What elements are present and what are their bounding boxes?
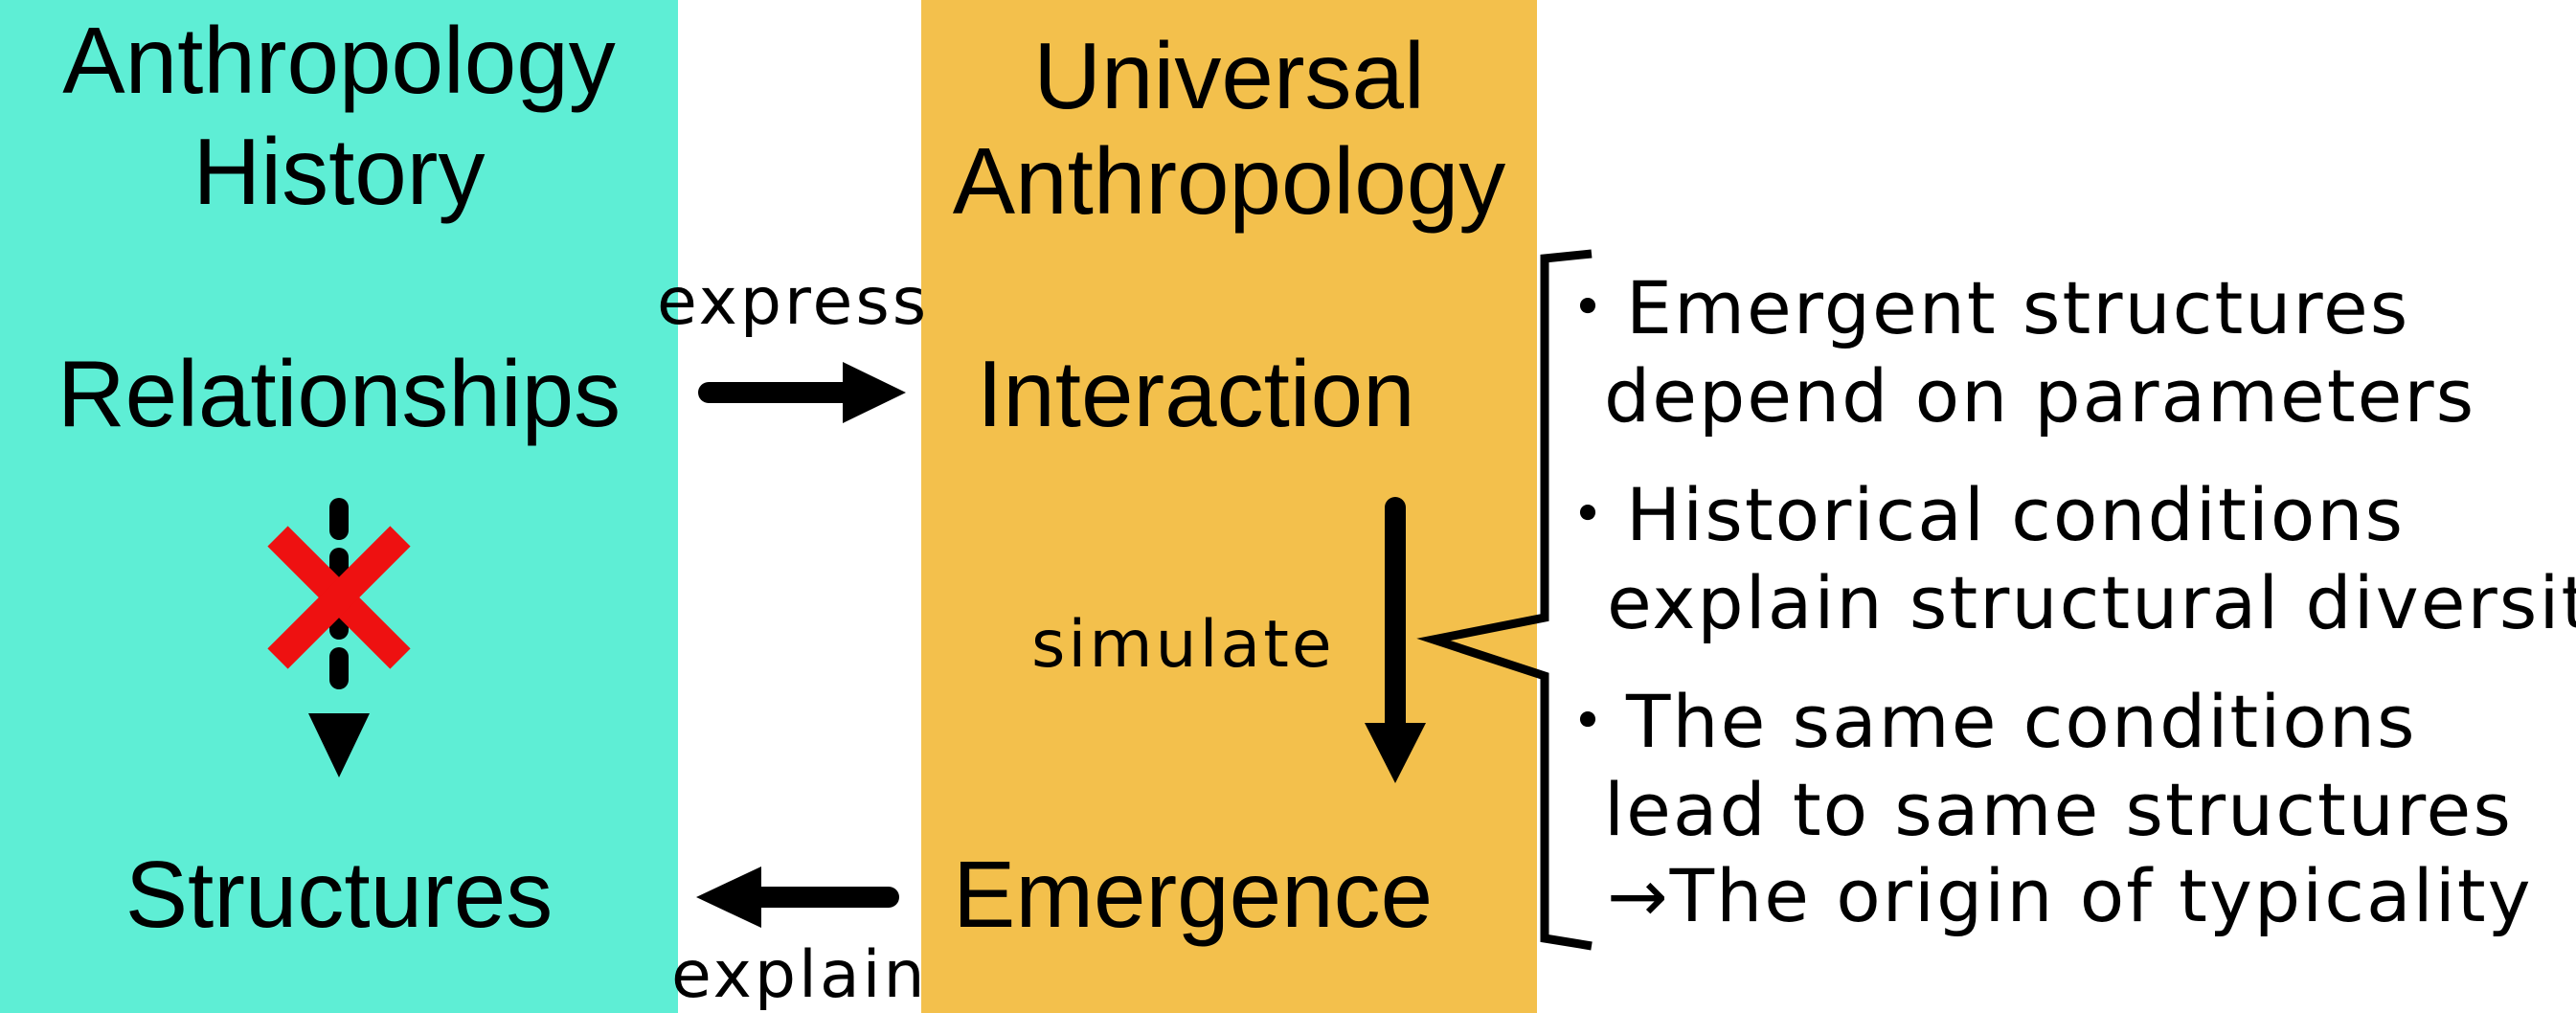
middle-title-line1: Universal xyxy=(1033,23,1425,128)
express-arrow-icon xyxy=(698,362,906,423)
bullet-1-line1: ・Emergent structures xyxy=(1551,265,2410,350)
invalid-link-arrow-icon xyxy=(308,498,370,777)
bullet-1-line2: depend on parameters xyxy=(1604,353,2476,439)
bullet-3-line2: lead to same structures xyxy=(1604,767,2513,852)
explain-arrow-icon xyxy=(696,867,899,928)
brace-icon xyxy=(1416,249,1593,951)
bullet-2-line1: ・Historical conditions xyxy=(1551,472,2406,557)
bullet-3-line3: →The origin of typicality xyxy=(1607,853,2533,938)
left-title-line2: History xyxy=(192,119,486,224)
left-title-line1: Anthropology xyxy=(62,8,616,113)
simulate-label: simulate xyxy=(1031,607,1335,683)
explain-label: explain xyxy=(671,937,928,1013)
emergence-label: Emergence xyxy=(953,842,1434,947)
structures-label: Structures xyxy=(124,842,554,947)
interaction-label: Interaction xyxy=(977,341,1415,446)
bullet-2-line2: explain structural diversity xyxy=(1607,560,2576,645)
universal-anthropology-panel xyxy=(921,0,1537,1013)
bullet-3-line1: ・The same conditions xyxy=(1551,679,2417,764)
express-label: express xyxy=(657,264,930,340)
middle-title-line2: Anthropology xyxy=(952,128,1506,234)
relationships-label: Relationships xyxy=(56,341,621,446)
simulate-arrow-icon xyxy=(1365,497,1426,783)
red-cross-icon xyxy=(267,526,411,669)
